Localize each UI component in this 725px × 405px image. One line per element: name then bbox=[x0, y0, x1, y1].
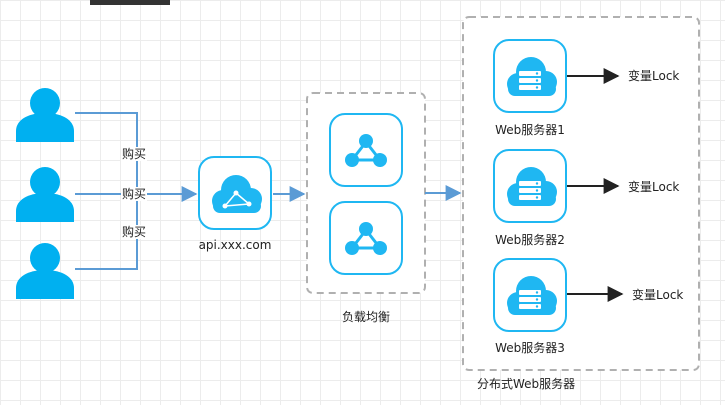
server-label: Web服务器3 bbox=[495, 341, 565, 355]
cloud-server-icon bbox=[493, 149, 567, 223]
top-toolbar-strip bbox=[90, 0, 170, 5]
cloud-network-icon bbox=[198, 156, 272, 230]
load-balancer-label: 负载均衡 bbox=[341, 310, 391, 324]
cluster-label: 分布式Web服务器 bbox=[477, 377, 576, 391]
buy-label: 购买 bbox=[121, 225, 148, 239]
lock-variable-label: 变量Lock bbox=[628, 180, 680, 194]
cloud-server-icon bbox=[493, 258, 567, 332]
lock-variable-label: 变量Lock bbox=[628, 69, 680, 83]
lock-variable-label: 变量Lock bbox=[632, 288, 684, 302]
server-label: Web服务器2 bbox=[495, 233, 565, 247]
share-nodes-icon bbox=[329, 201, 403, 275]
buy-label: 购买 bbox=[121, 147, 148, 161]
buy-label: 购买 bbox=[121, 187, 148, 201]
server-label: Web服务器1 bbox=[495, 123, 565, 137]
user-icon bbox=[16, 167, 74, 222]
gateway-label: api.xxx.com bbox=[198, 238, 272, 252]
user-icon bbox=[16, 243, 74, 299]
share-nodes-icon bbox=[329, 113, 403, 187]
cloud-server-icon bbox=[493, 39, 567, 113]
user-icon bbox=[16, 88, 74, 142]
